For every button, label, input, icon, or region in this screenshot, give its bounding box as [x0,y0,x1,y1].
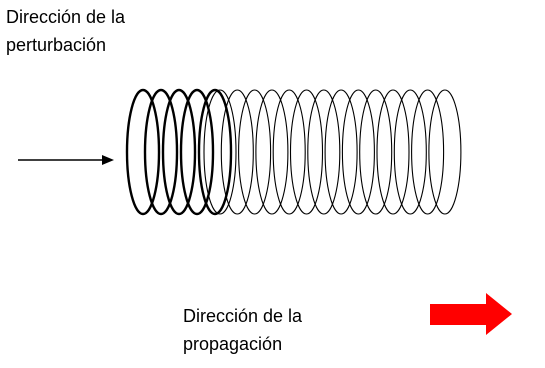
spring-coil-compressed [125,88,161,216]
propagation-direction-label: Dirección de la propagación [183,302,302,358]
spring-coil-compressed [143,88,179,216]
propagation-arrow-icon [430,293,512,335]
spring [125,88,462,216]
propagation-label-line-1: Dirección de la [183,306,303,326]
propagation-label-line-2: propagación [183,334,283,354]
spring-coil-compressed [161,88,197,216]
spring-coil [272,89,306,215]
spring-coil [255,89,289,215]
spring-coil [289,89,324,215]
spring-coil [359,89,393,215]
spring-coil [376,89,410,215]
spring-coil-compressed [179,88,215,216]
spring-coil [411,89,445,215]
spring-coil [307,89,341,215]
spring-coil [428,89,462,215]
disturbance-label-line-2: perturbación [6,35,107,55]
spring-coil [220,89,254,215]
disturbance-arrow [18,155,114,165]
spring-coil [341,89,375,215]
disturbance-arrow-head [102,155,114,165]
spring-coil [238,89,272,215]
spring-coil [324,89,358,215]
spring-coil [393,89,427,215]
spring-coil [203,89,237,215]
spring-coil-compressed [197,88,233,216]
disturbance-label-line-1: Dirección de la [6,7,126,27]
disturbance-direction-label: Dirección de la perturbación [6,3,125,59]
